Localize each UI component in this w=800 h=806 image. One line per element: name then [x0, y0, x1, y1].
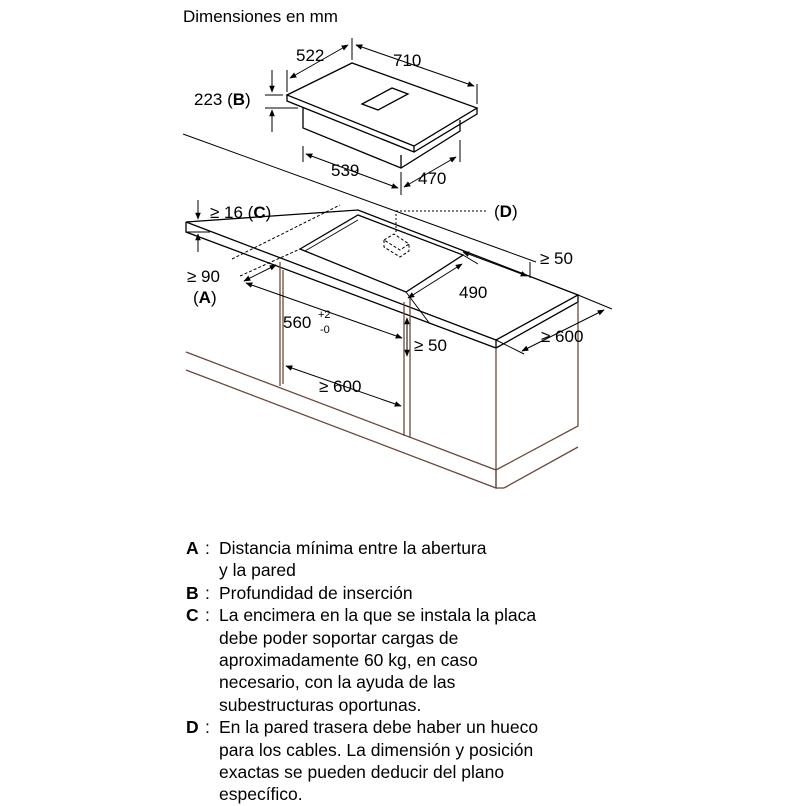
cutout-width-label: 490: [459, 283, 487, 302]
legend-item-b: B : Profundidad de inserción: [186, 582, 786, 604]
cabinet-width-label: ≥ 600: [319, 377, 361, 396]
hob-depth-label: 522: [296, 46, 324, 65]
cable-hole: [383, 210, 488, 258]
hob-dimensions: [265, 38, 478, 195]
worktop-dimensions: [186, 200, 613, 407]
depth-min-label: ≥ 600: [541, 327, 583, 346]
legend-key: C: [186, 605, 199, 626]
legend-line: y la pared: [219, 560, 296, 581]
legend-colon: :: [205, 538, 210, 558]
legend-item-c: C : La encimera en la que se instala la …: [186, 604, 786, 716]
legend-text: La encimera en la que se instala la plac…: [219, 604, 786, 716]
legend-line: necesario, con la ayuda de las: [219, 672, 456, 693]
legend-colon: :: [205, 582, 210, 603]
legend-line: para los cables. La dimensión y posición: [219, 739, 534, 760]
legend-line: aproximadamente 60 kg, en caso: [219, 650, 478, 671]
hob-cutout-depth-label: 539: [331, 161, 359, 180]
legend-item-d: D : En la pared trasera debe haber un hu…: [186, 716, 786, 806]
legend-line: Distancia mínima entre la abertura: [219, 538, 487, 558]
legend-colon: :: [205, 717, 210, 738]
wall-distance-key: (A): [193, 288, 217, 307]
cutout-length-label: 560: [283, 313, 311, 332]
cabinet: [185, 262, 579, 489]
legend-colon: :: [205, 605, 210, 626]
hob-appliance: [285, 62, 479, 169]
legend-line: debe poder soportar cargas de: [219, 627, 459, 648]
extractor-slot: [360, 87, 410, 111]
hob-height-label: 223 (B): [194, 90, 251, 109]
installation-diagram: Dimensiones en mm 710 522: [182, 7, 613, 489]
legend: A : Distancia mínima entre la abertura y…: [186, 537, 786, 806]
legend-item-a: A : Distancia mínima entre la abertura y…: [186, 537, 786, 582]
legend-text: Distancia mínima entre la abertura y la …: [219, 537, 786, 582]
hob-width-label: 710: [393, 51, 421, 70]
legend-line: En la pared trasera debe haber un hueco: [219, 717, 539, 738]
legend-line: Profundidad de inserción: [219, 582, 413, 603]
front-clearance-label: ≥ 50: [414, 336, 447, 355]
wall-distance-label: ≥ 90: [187, 267, 220, 286]
legend-key: D: [186, 717, 199, 738]
side-clearance-label: ≥ 50: [540, 249, 573, 268]
cutout-tol-minus: -0: [320, 324, 330, 336]
worktop-thickness-label: ≥ 16 (C): [210, 203, 271, 222]
diagram-title: Dimensiones en mm: [183, 7, 338, 26]
legend-line: La encimera en la que se instala la plac…: [219, 605, 537, 626]
legend-key: A: [186, 538, 199, 558]
legend-line: específico.: [219, 784, 303, 805]
legend-line: exactas se pueden deducir del plano: [219, 762, 505, 783]
legend-key: B: [186, 582, 199, 603]
legend-line: subestructuras oportunas.: [219, 694, 422, 715]
legend-text: En la pared trasera debe haber un hueco …: [219, 716, 786, 806]
cable-hole-label: (D): [494, 202, 518, 221]
hob-cutout-width-label: 470: [418, 169, 446, 188]
legend-text: Profundidad de inserción: [219, 582, 786, 604]
cutout-tol-plus: +2: [318, 309, 331, 321]
